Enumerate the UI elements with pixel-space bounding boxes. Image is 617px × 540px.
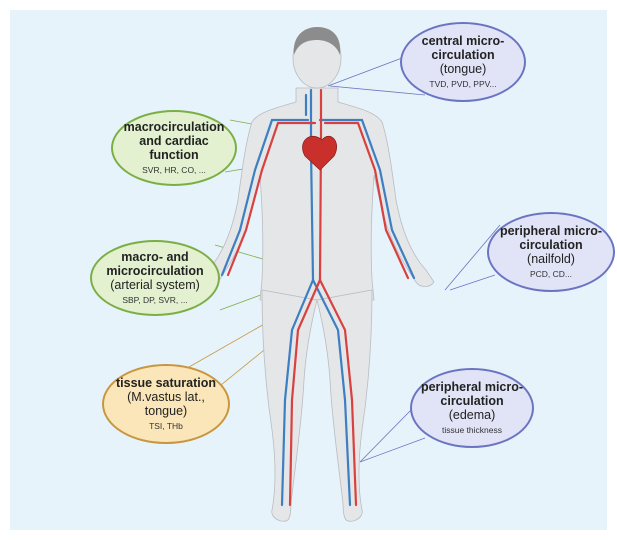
macro-cardiac-title-3: function — [149, 148, 198, 162]
macro-cardiac-params: SVR, HR, CO, ... — [142, 164, 206, 176]
connector-central-2 — [330, 86, 425, 95]
nailfold-title-2: circulation — [519, 238, 582, 252]
nailfold-title-1: peripheral micro- — [500, 224, 602, 238]
nailfold-params: PCD, CD... — [530, 268, 572, 280]
macro-micro-sub: (arterial system) — [110, 278, 200, 292]
bubble-peripheral-nailfold: peripheral micro- circulation (nailfold)… — [487, 212, 615, 292]
central-title-2: circulation — [431, 48, 494, 62]
connector-nailfold-2 — [450, 275, 495, 290]
macro-micro-params: SBP, DP, SVR, ... — [122, 294, 187, 306]
bubble-macro-microcirculation: macro- and microcirculation (arterial sy… — [90, 240, 220, 316]
connector-edema-2 — [360, 438, 425, 462]
edema-title-1: peripheral micro- — [421, 380, 523, 394]
edema-params: tissue thickness — [442, 424, 502, 436]
bubble-tissue-saturation: tissue saturation (M.vastus lat., tongue… — [102, 364, 230, 444]
bubble-macrocirculation-cardiac: macrocirculation and cardiac function SV… — [111, 110, 237, 186]
tissue-title: tissue saturation — [116, 376, 216, 390]
macro-cardiac-title-1: macrocirculation — [124, 120, 225, 134]
tissue-sub-1: (M.vastus lat., — [127, 390, 205, 404]
macro-micro-title-2: microcirculation — [106, 264, 203, 278]
connector-edema-1 — [360, 408, 413, 462]
bubble-peripheral-edema: peripheral micro- circulation (edema) ti… — [410, 368, 534, 448]
macro-micro-title-1: macro- and — [121, 250, 188, 264]
bubble-central-microcirculation: central micro- circulation (tongue) TVD,… — [400, 22, 526, 102]
edema-sub: (edema) — [449, 408, 496, 422]
nailfold-sub: (nailfold) — [527, 252, 575, 266]
central-title-1: central micro- — [422, 34, 505, 48]
central-params: TVD, PVD, PPV... — [429, 78, 496, 90]
tissue-params: TSI, THb — [149, 420, 183, 432]
central-sub: (tongue) — [440, 62, 487, 76]
macro-cardiac-title-2: and cardiac — [139, 134, 208, 148]
tissue-sub-2: tongue) — [145, 404, 187, 418]
edema-title-2: circulation — [440, 394, 503, 408]
